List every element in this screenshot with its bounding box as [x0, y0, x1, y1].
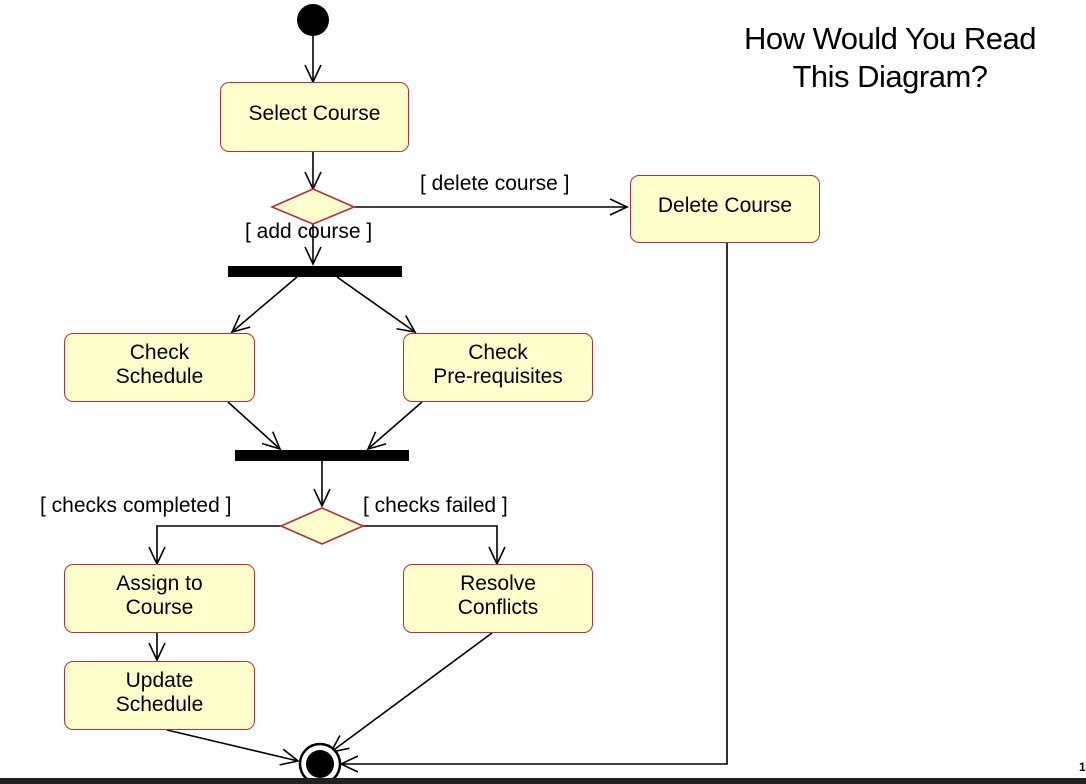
activity-label-line: Update [125, 668, 194, 692]
flow-schedule-to-join [227, 401, 282, 451]
activity-check-schedule: Check Schedule [64, 333, 255, 402]
activity-select-course: Select Course [220, 82, 409, 152]
activity-label-line: Schedule [115, 692, 204, 716]
final-node [298, 742, 342, 784]
flow-fork-to-check-schedule [230, 276, 298, 334]
flow-resolve-to-final [329, 632, 493, 754]
flow-update-to-final [166, 729, 300, 766]
activity-label-line: Schedule [115, 364, 204, 388]
activity-label: Check Schedule [116, 341, 204, 389]
activity-label-line: Course [125, 595, 194, 619]
activity-resolve-conflicts: Resolve Conflicts [403, 564, 593, 633]
initial-node [297, 4, 329, 36]
activity-label-line: Assign to [116, 571, 203, 595]
flow-fork-to-check-prereq [336, 276, 417, 334]
activity-label: Select Course [248, 102, 381, 125]
guard-checks-completed: [ checks completed ] [40, 494, 232, 517]
activity-label-line: Check [468, 340, 528, 364]
page-number: 1 [1079, 760, 1086, 774]
activity-assign-to-course: Assign to Course [64, 564, 255, 633]
activity-label-line: Conflicts [457, 595, 539, 619]
decision-node-add-delete [269, 188, 357, 225]
activity-label-line: Resolve [460, 571, 536, 595]
diagram-title: How Would You Read This Diagram? [705, 20, 1075, 96]
guard-checks-failed: [ checks failed ] [363, 494, 508, 517]
title-line-1: How Would You Read [743, 21, 1037, 56]
activity-label-line: Check [129, 340, 190, 364]
guard-add-course: [ add course ] [245, 220, 373, 243]
activity-label: Resolve Conflicts [458, 572, 539, 620]
activity-label: Update Schedule [116, 669, 204, 717]
flow-decision-to-resolve [363, 525, 506, 566]
fork-bar [228, 266, 402, 277]
flow-delete-to-final [339, 242, 728, 773]
activity-update-schedule: Update Schedule [64, 661, 255, 730]
activity-label: Assign to Course [116, 572, 202, 620]
activity-label: Check Pre-requisites [433, 341, 563, 389]
activity-label-line: Pre-requisites [433, 364, 563, 388]
activity-label: Delete Course [657, 194, 793, 217]
title-line-2: This Diagram? [792, 59, 988, 94]
join-bar [235, 450, 409, 461]
activity-check-prerequisites: Check Pre-requisites [403, 333, 593, 402]
activity-delete-course: Delete Course [630, 175, 820, 243]
decision-node-checks [279, 507, 365, 545]
guard-delete-course: [ delete course ] [420, 172, 570, 195]
bottom-rule [0, 778, 1086, 784]
flow-prereq-to-join [366, 401, 423, 451]
flow-decision-to-assign [148, 525, 281, 566]
